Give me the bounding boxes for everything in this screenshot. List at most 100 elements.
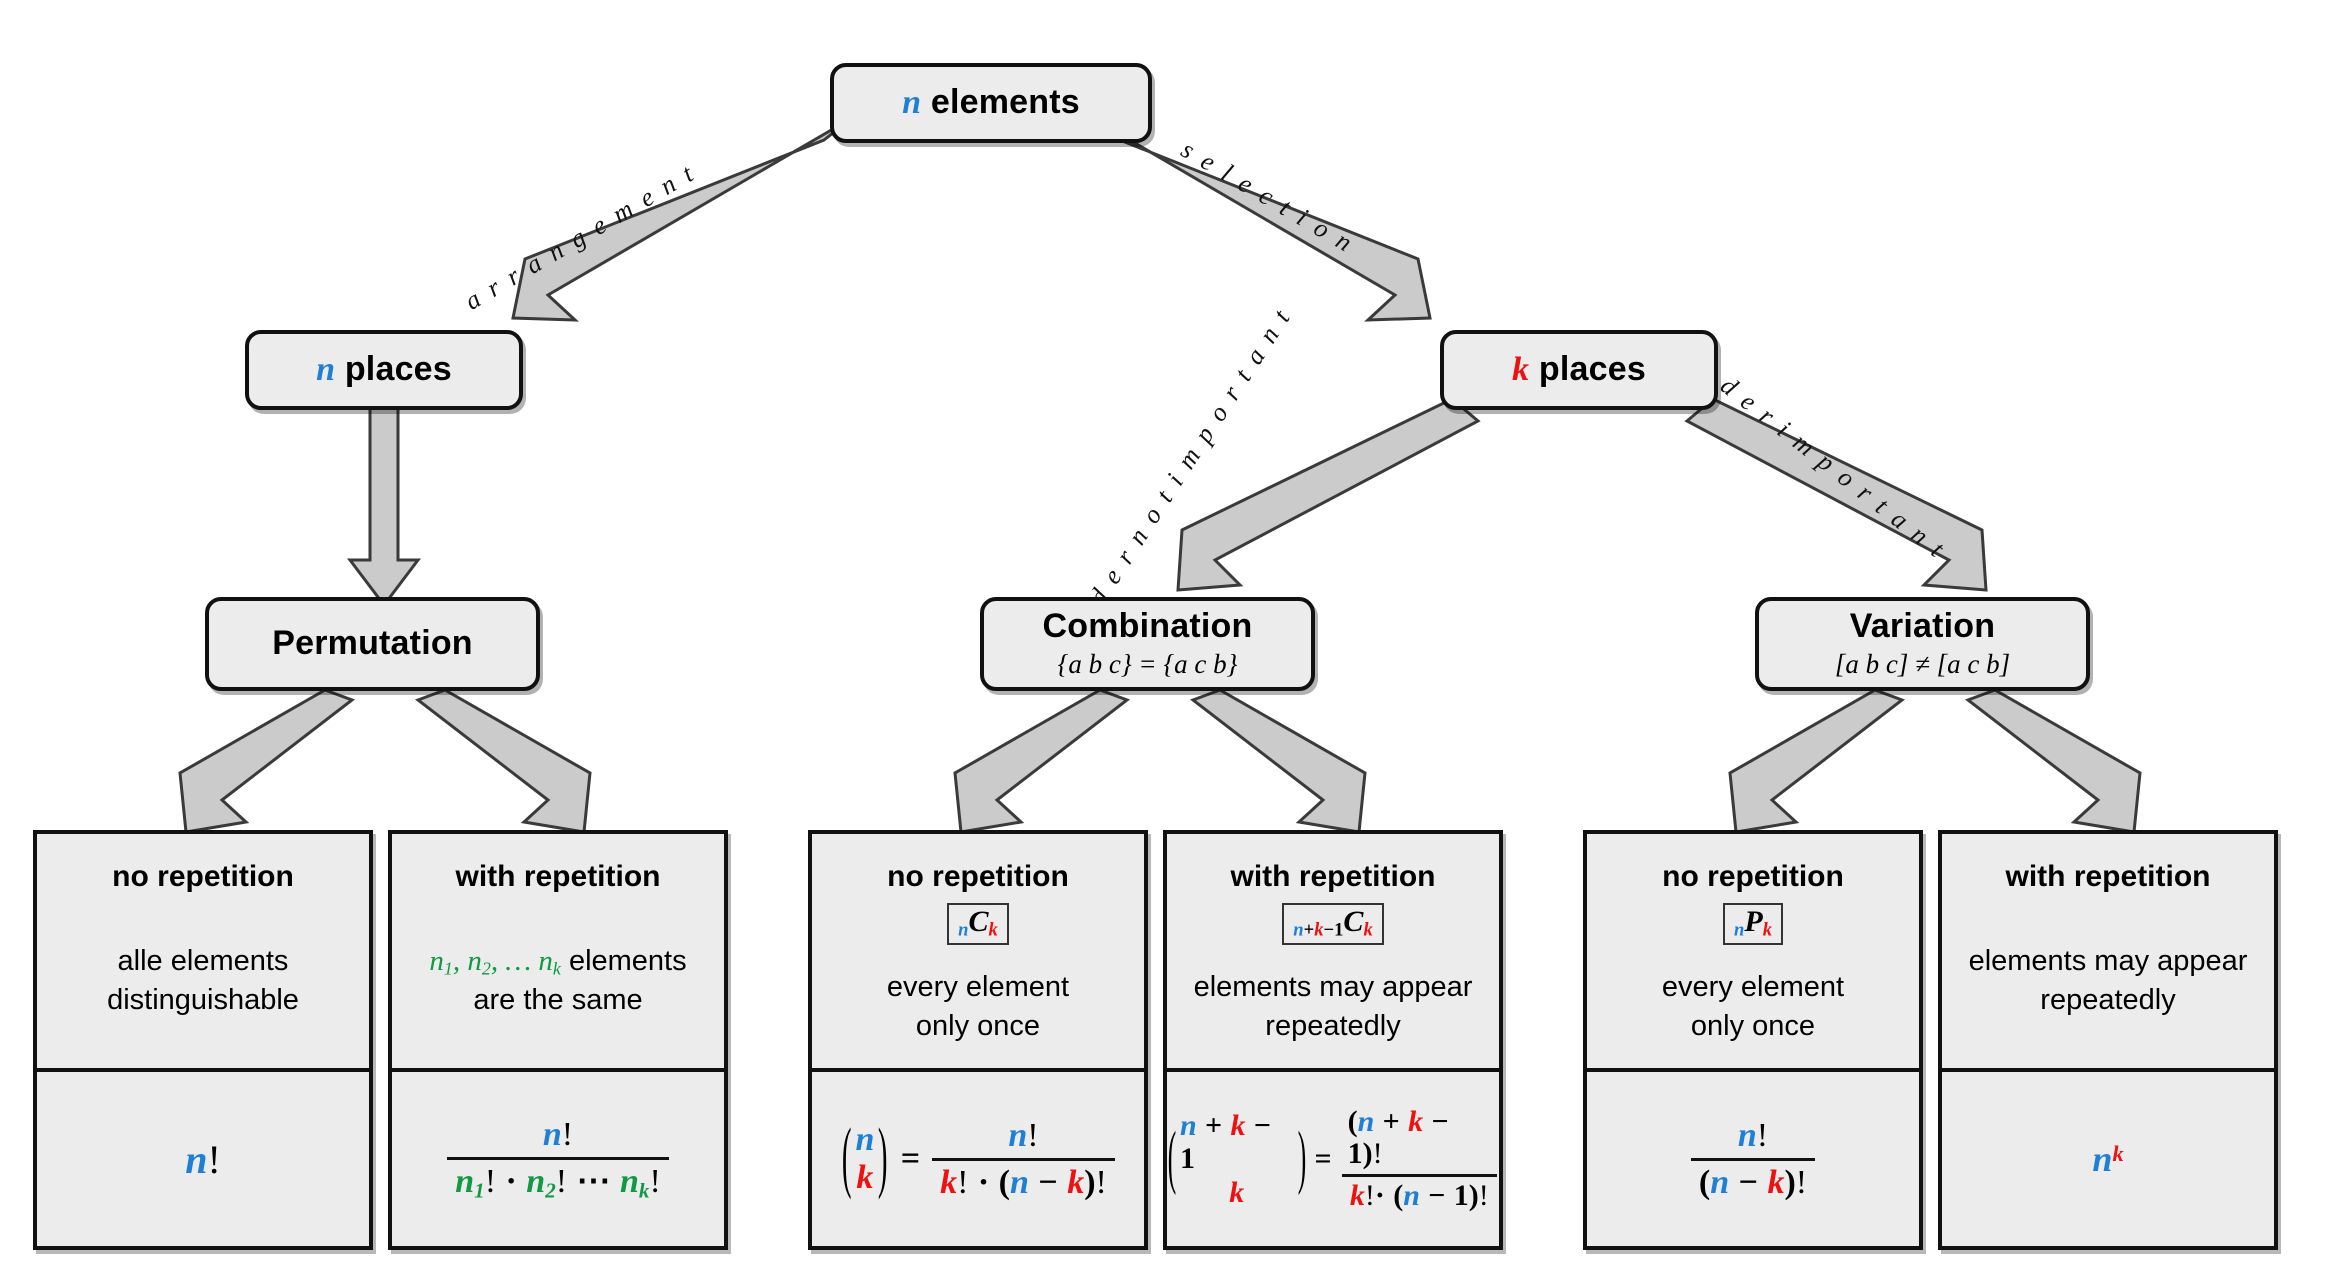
variable-k: k [1229,1175,1245,1209]
edge-label-arrangement: a r r a n g e m e n t [459,157,701,316]
leaf-upper: with repetition n+k−1Ck elements may app… [1167,834,1499,1068]
node-n-places[interactable]: n places [245,330,523,410]
binomial-stack: n k [852,1121,877,1197]
desc-word-elements: elements [568,944,687,977]
leaf-combination-with-repetition[interactable]: with repetition n+k−1Ck elements may app… [1163,830,1503,1250]
leaf-upper: with repetition n1, n2, … nk elements ar… [392,834,724,1068]
variable-k: k [856,1159,874,1196]
node-n-places-title: n places [316,351,452,389]
leaf-head: no repetition [887,860,1069,893]
variable-n: n [2092,1139,2113,1179]
fraction: (n + k − 1)! k!· (n − 1)! [1340,1105,1499,1212]
leaf-formula: n! (n − k)! [1587,1068,1919,1246]
leaf-head: with repetition [455,860,661,893]
leaf-description: every element only once [877,968,1079,1045]
leaf-formula: ( n k ) = n! k! · (n − k)! [812,1068,1144,1246]
desc-line-2: repeatedly [2040,983,2176,1016]
leaf-description: n1, n2, … nk elements are the same [419,942,696,1019]
leaf-permutation-no-repetition[interactable]: no repetition alle elements distinguisha… [33,830,373,1250]
leaf-upper: no repetition nCk every element only onc… [812,834,1144,1068]
node-n-elements-title: n elements [902,83,1080,122]
leaf-description: elements may appear repeatedly [1184,968,1483,1045]
node-n-elements-label: elements [930,83,1080,122]
leaf-variation-with-repetition[interactable]: with repetition elements may appear repe… [1938,830,2278,1250]
notation-nCk: nCk [947,903,1009,946]
notation-nPk: nPk [1723,903,1783,946]
factorial-sign: ! [561,1116,574,1154]
node-n-elements[interactable]: n elements [830,63,1152,143]
variable-k: k [988,919,998,941]
desc-line-2: distinguishable [107,983,299,1016]
right-paren: ) [1084,1163,1096,1201]
dot-operator: · [977,1163,990,1201]
arrow-combination-no-repetition [953,688,1131,834]
desc-line-2: only once [1690,1009,1816,1042]
variable-n1: n1 [455,1162,485,1203]
leaf-head: with repetition [1230,860,1436,893]
binomial-coefficient: ( n k ) [841,1114,889,1202]
desc-line-1: every element [1661,971,1845,1004]
leaf-variation-no-repetition[interactable]: no repetition nPk every element only onc… [1583,830,1923,1250]
desc-line-1: every element [886,971,1070,1004]
variable-n2: n2 [526,1162,556,1203]
variable-n: n [316,351,336,389]
right-paren: ) [878,1114,888,1202]
node-variation[interactable]: Variation [a b c] ≠ [a c b] [1755,597,2090,691]
power-n-to-k: nk [2092,1138,2123,1180]
leaf-combination-no-repetition[interactable]: no repetition nCk every element only onc… [808,830,1148,1250]
node-variation-subtitle: [a b c] ≠ [a c b] [1834,648,2011,679]
node-combination[interactable]: Combination {a b c} = {a c b} [980,597,1315,691]
letter-C: C [1343,905,1364,938]
desc-line-1: alle elements [117,945,289,978]
subscript-expression: n+k−1 [1293,919,1344,941]
arrow-combination-with-repetition [1189,688,1367,834]
minus-sign: − [1738,1163,1758,1201]
arrow-permutation-with-repetition [414,688,592,834]
variable-k: k [1762,919,1772,941]
node-combination-title: Combination [1042,607,1253,646]
leaf-head: with repetition [2005,860,2211,893]
node-permutation-title: Permutation [272,624,473,663]
leaf-upper: no repetition nPk every element only onc… [1587,834,1919,1068]
arrow-variation-no-repetition [1728,688,1906,834]
fraction-denominator: n1! · n2! ⋯ nk! [447,1156,669,1203]
variable-n: n [542,1116,562,1154]
left-paren: ( [998,1163,1010,1201]
desc-line-2: only once [915,1009,1041,1042]
leaf-description: elements may appear repeatedly [1959,942,2258,1019]
variable-k: k [2112,1140,2124,1166]
variable-n: n [1008,1116,1028,1154]
leaf-formula: ( n + k − 1 k ) = (n + k − 1)! k!· (n − … [1167,1068,1499,1246]
arrow-permutation-no-repetition [178,688,356,834]
node-k-places[interactable]: k places [1440,330,1718,410]
leaf-head: no repetition [1662,860,1844,893]
minus-sign: − [1038,1163,1058,1201]
factorial-sign: ! [207,1136,221,1182]
variable-k: k [1767,1163,1785,1201]
arrow-order-important [1684,397,1988,592]
variable-n: n [958,919,969,941]
variable-k: k [1363,919,1373,941]
variable-n: n [1737,1116,1757,1154]
arrow-arrangement [511,116,853,322]
binomial-coefficient: ( n + k − 1 k ) [1167,1109,1307,1210]
leaf-permutation-with-repetition[interactable]: with repetition n1, n2, … nk elements ar… [388,830,728,1250]
variable-n: n [185,1136,208,1182]
variable-nk: nk [619,1162,650,1203]
node-permutation[interactable]: Permutation [205,597,540,691]
leaf-formula: n! n1! · n2! ⋯ nk! [392,1068,724,1246]
variable-n: n [855,1120,875,1158]
node-k-places-title: k places [1512,350,1646,389]
fraction-numerator: n! [1008,1116,1039,1154]
letter-P: P [1744,905,1763,938]
variable-n: n [1734,919,1745,941]
node-k-places-label: places [1538,350,1646,389]
notation-n-plus-k-minus-1-C-k: n+k−1Ck [1282,903,1384,946]
letter-C: C [968,905,989,938]
desc-line-1: elements may appear [1968,945,2248,978]
variable-k: k [1067,1163,1085,1201]
desc-line-2: are the same [473,983,643,1016]
leaf-upper: with repetition elements may appear repe… [1942,834,2274,1068]
desc-line-1: n1, n2, … nk elements [429,942,686,981]
